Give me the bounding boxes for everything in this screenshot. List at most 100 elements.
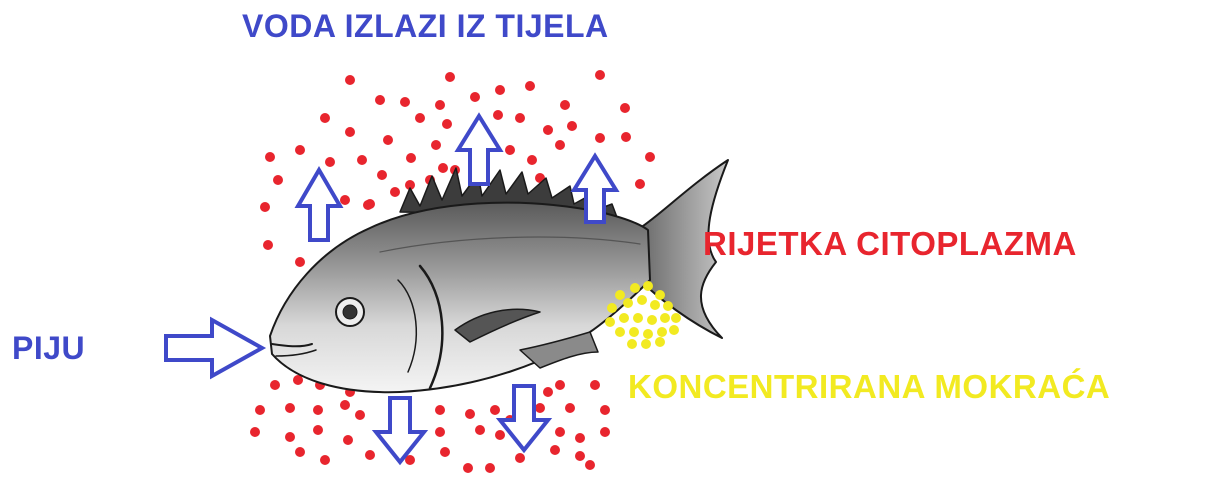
salt-particle-dot xyxy=(543,387,553,397)
salt-particle-dot xyxy=(560,100,570,110)
salt-particle-dot xyxy=(555,380,565,390)
salt-particle-dot xyxy=(343,435,353,445)
arrow-right-icon xyxy=(166,320,262,376)
arrow-up-icon xyxy=(458,116,500,184)
urine-particle-dot xyxy=(630,283,640,293)
salt-particle-dot xyxy=(265,152,275,162)
urine-particle-dot xyxy=(623,298,633,308)
urine-particle-dot xyxy=(657,327,667,337)
salt-particle-dot xyxy=(595,133,605,143)
salt-particle-dot xyxy=(400,97,410,107)
urine-particle-dot xyxy=(627,339,637,349)
salt-particle-dot xyxy=(555,427,565,437)
salt-particle-dot xyxy=(575,451,585,461)
salt-particle-dot xyxy=(490,405,500,415)
urine-particle-dot xyxy=(641,339,651,349)
salt-particle-dot xyxy=(565,403,575,413)
salt-particle-dot xyxy=(431,140,441,150)
salt-particle-dot xyxy=(435,100,445,110)
salt-particle-dot xyxy=(435,427,445,437)
urine-particle-dot xyxy=(655,290,665,300)
salt-particle-dot xyxy=(600,405,610,415)
salt-particle-dot xyxy=(320,455,330,465)
salt-particle-dot xyxy=(621,132,631,142)
salt-particle-dot xyxy=(340,195,350,205)
salt-particle-dot xyxy=(495,430,505,440)
salt-particle-dot xyxy=(313,425,323,435)
salt-particle-dot xyxy=(285,432,295,442)
salt-particle-dot xyxy=(585,460,595,470)
arrow-down-icon xyxy=(500,386,548,450)
salt-particle-dot xyxy=(575,433,585,443)
salt-particle-dot xyxy=(567,121,577,131)
drink-label: PIJU xyxy=(12,330,85,367)
salt-particle-dot xyxy=(445,72,455,82)
salt-particle-dot xyxy=(255,405,265,415)
salt-particle-dot xyxy=(543,125,553,135)
salt-particle-dot xyxy=(600,427,610,437)
urine-particle-dot xyxy=(647,315,657,325)
salt-particle-dot xyxy=(320,113,330,123)
salt-particle-dot xyxy=(375,95,385,105)
salt-particle-dot xyxy=(270,380,280,390)
urine-particle-dot xyxy=(607,303,617,313)
salt-particle-dot xyxy=(345,75,355,85)
urine-particle-dot xyxy=(671,313,681,323)
urine-particle-dot xyxy=(643,281,653,291)
cytoplasm-label: RIJETKA CITOPLAZMA xyxy=(703,225,1077,263)
salt-particle-dot xyxy=(635,179,645,189)
salt-particle-dot xyxy=(355,410,365,420)
salt-particle-dot xyxy=(295,257,305,267)
salt-particle-dot xyxy=(250,427,260,437)
salt-particle-dot xyxy=(535,403,545,413)
salt-particle-dot xyxy=(415,113,425,123)
salt-particle-dot xyxy=(515,453,525,463)
salt-particle-dot xyxy=(263,240,273,250)
salt-particle-dot xyxy=(505,145,515,155)
salt-particle-dot xyxy=(475,425,485,435)
salt-particle-dot xyxy=(645,152,655,162)
salt-particle-dot xyxy=(383,135,393,145)
urine-particle-dot xyxy=(660,313,670,323)
salt-particle-dot xyxy=(493,110,503,120)
salt-particle-dot xyxy=(442,119,452,129)
urine-particle-dot xyxy=(629,327,639,337)
water-out-label: VODA IZLAZI IZ TIJELA xyxy=(242,8,609,45)
arrow-down-icon xyxy=(376,398,424,462)
salt-particle-dot xyxy=(440,447,450,457)
urine-particle-dot xyxy=(643,329,653,339)
salt-particle-dot xyxy=(406,153,416,163)
urine-particle-dot xyxy=(669,325,679,335)
salt-particle-dot xyxy=(485,463,495,473)
salt-particle-dot xyxy=(345,127,355,137)
salt-particle-dot xyxy=(465,409,475,419)
salt-particle-dot xyxy=(273,175,283,185)
salt-particle-dot xyxy=(295,447,305,457)
salt-particle-dot xyxy=(525,81,535,91)
urine-particle-dot xyxy=(605,317,615,327)
salt-particle-dot xyxy=(620,103,630,113)
salt-particle-dot xyxy=(555,140,565,150)
salt-particle-dot xyxy=(365,450,375,460)
salt-particle-dot xyxy=(590,380,600,390)
salt-particle-dot xyxy=(515,113,525,123)
urine-particle-dot xyxy=(615,290,625,300)
salt-particle-dot xyxy=(527,155,537,165)
urine-particle-dot xyxy=(663,301,673,311)
salt-particle-dot xyxy=(295,145,305,155)
salt-particle-dot xyxy=(390,187,400,197)
salt-particle-dot xyxy=(313,405,323,415)
urine-particle-dot xyxy=(655,337,665,347)
urine-particle-dot xyxy=(615,327,625,337)
salt-particle-dot xyxy=(325,157,335,167)
salt-particle-dot xyxy=(340,400,350,410)
salt-particle-dot xyxy=(363,200,373,210)
salt-particle-dot xyxy=(357,155,367,165)
salt-particle-dot xyxy=(260,202,270,212)
salt-particle-dot xyxy=(285,403,295,413)
arrow-up-icon xyxy=(298,170,340,240)
fish-illustration xyxy=(270,160,728,392)
urine-particle-dot xyxy=(619,313,629,323)
salt-particle-dot xyxy=(495,85,505,95)
salt-particle-dot xyxy=(595,70,605,80)
